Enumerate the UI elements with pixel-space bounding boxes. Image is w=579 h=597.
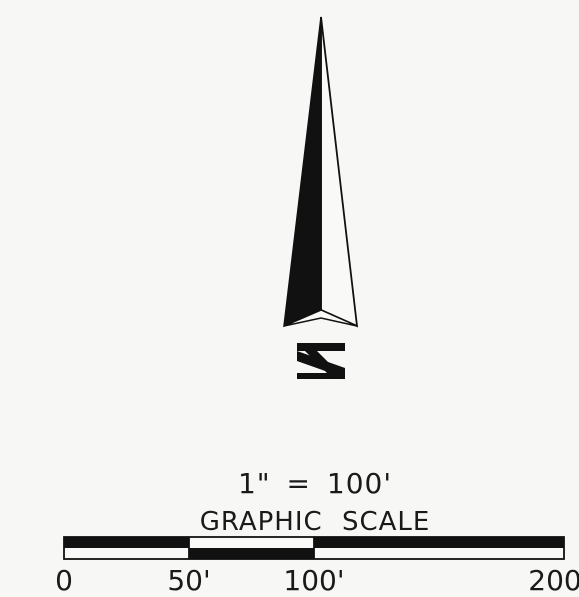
north-arrow-dark-half <box>283 16 322 328</box>
graphic-scale-title: GRAPHIC SCALE <box>199 507 431 537</box>
north-arrow-light-half <box>320 16 359 328</box>
scale-tick-label: 200 <box>528 564 579 597</box>
scale-bar-segment-100-200-upper <box>314 537 564 548</box>
scale-tick-label: 50' <box>167 564 211 597</box>
scale-ratio-label: 1" = 100' <box>237 467 393 500</box>
north-letter-bar-left <box>297 343 345 349</box>
scale-tick-label: 0 <box>55 564 73 597</box>
scale-bar-segment-0-50-upper <box>64 537 189 548</box>
north-letter-bar-right <box>297 373 345 379</box>
scale-bar <box>63 536 565 560</box>
north-arrow-base-notch <box>283 309 358 327</box>
north-letter-diagonal <box>297 343 345 379</box>
scale-bar-segment-50-100-lower <box>189 548 314 559</box>
north-letter <box>297 343 345 379</box>
scale-tick-label: 100' <box>283 564 345 597</box>
north-arrow <box>283 16 359 328</box>
